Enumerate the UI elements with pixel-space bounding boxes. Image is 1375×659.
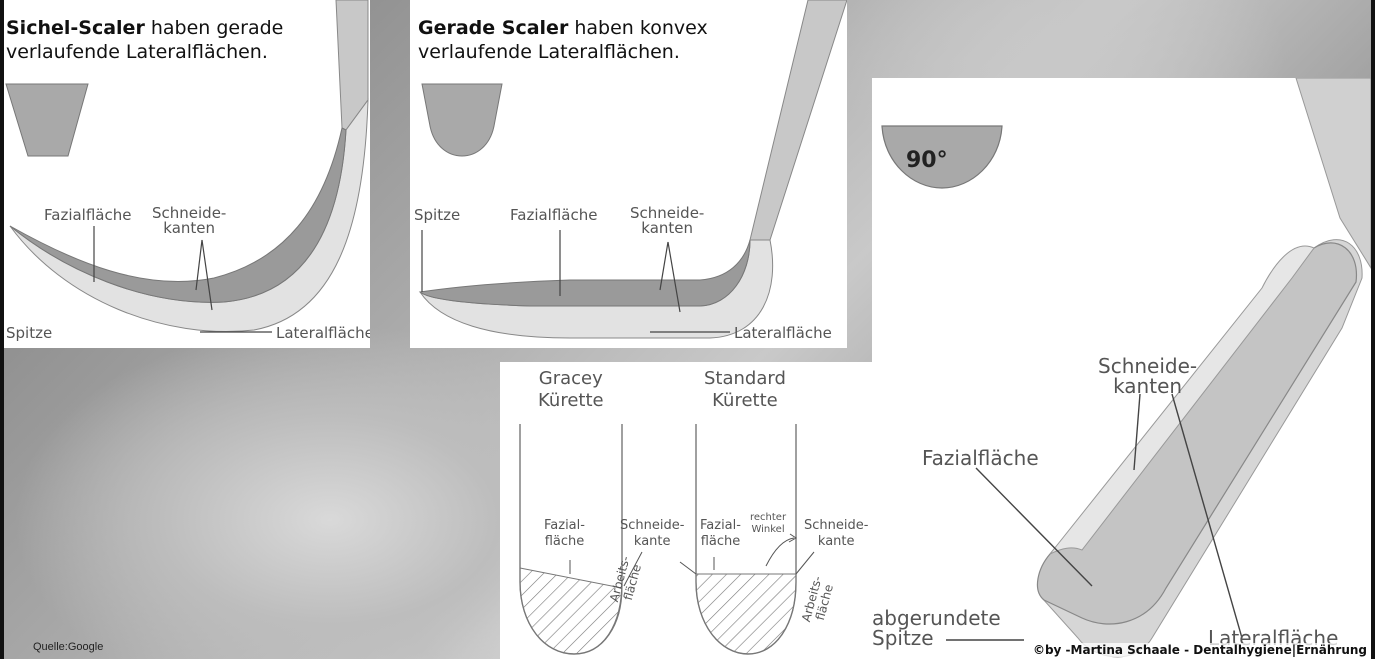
gerade-label-schneide: Schneide-kanten xyxy=(630,206,704,236)
standard-fazial-2: fläche xyxy=(701,534,741,549)
rechter-winkel-1: rechter xyxy=(750,512,786,523)
gracey-schneide-1: Schneide- xyxy=(620,518,684,533)
gerade-label-fazial: Fazialfläche xyxy=(510,208,597,223)
source-note: Quelle:Google xyxy=(33,641,103,653)
sichel-title-rest: haben gerade xyxy=(151,17,283,39)
standard-schneide-label: Schneide-kante xyxy=(804,518,868,550)
angle-label: 90° xyxy=(906,150,948,172)
sichel-label-spitze: Spitze xyxy=(6,326,52,341)
detail-fazial-label: Fazialfläche xyxy=(922,448,1039,468)
gerade-label-schneide-2: kanten xyxy=(641,219,693,237)
gracey-schneide-label: Schneide-kante xyxy=(620,518,684,550)
kuerette-detail-panel: 90° Schneide-kanten Fazialfläche abgerun… xyxy=(872,78,1371,659)
gerade-label-lateral: Lateralfläche xyxy=(734,326,832,341)
gracey-fazial-2: fläche xyxy=(545,534,585,549)
detail-abgerundete-2: Spitze xyxy=(872,626,934,650)
gracey-heading-2: Kürette xyxy=(538,390,604,411)
sichel-label-fazial: Fazialfläche xyxy=(44,208,131,223)
standard-schneide-2: kante xyxy=(818,534,855,549)
sichel-label-lateral: Lateralfläche xyxy=(276,326,370,341)
standard-heading-2: Kürette xyxy=(712,390,778,411)
standard-heading-1: Standard xyxy=(704,368,786,389)
sichel-label-schneide-2: kanten xyxy=(163,219,215,237)
gerade-title-rest: haben konvex xyxy=(574,17,707,39)
detail-schneide-2: kanten xyxy=(1113,374,1182,398)
sichel-title-bold: Sichel-Scaler xyxy=(6,17,145,39)
gracey-fazial-label: Fazial-fläche xyxy=(544,518,585,550)
gracey-fazial-1: Fazial- xyxy=(544,518,585,533)
standard-schneide-1: Schneide- xyxy=(804,518,868,533)
sichel-title-line2: verlaufende Lateralflächen. xyxy=(6,41,268,63)
gerade-title-line2: verlaufende Lateralflächen. xyxy=(418,41,680,63)
gracey-heading-1: Gracey xyxy=(539,368,603,389)
gerade-label-spitze: Spitze xyxy=(414,208,460,223)
sichel-label-schneide: Schneide-kanten xyxy=(152,206,226,236)
gerade-title-bold: Gerade Scaler xyxy=(418,17,568,39)
copyright-note: ©by -Martina Schaale - Dentalhygiene|Ern… xyxy=(1031,643,1369,657)
rechter-winkel-2: Winkel xyxy=(751,524,784,535)
gracey-schneide-2: kante xyxy=(634,534,671,549)
detail-schneide-label: Schneide-kanten xyxy=(1098,356,1197,396)
standard-fazial-1: Fazial- xyxy=(700,518,741,533)
standard-fazial-label: Fazial-fläche xyxy=(700,518,741,550)
